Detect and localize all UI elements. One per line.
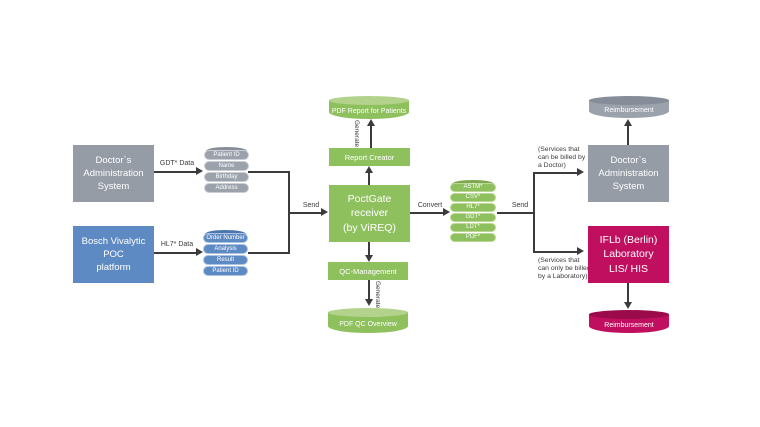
formats-stack: ASTM* CSV* HL7* GDT* LDT* PDF*	[450, 180, 496, 243]
reimbursement-bottom-label: Reimbursement	[589, 314, 669, 333]
merge-vertical-line	[288, 171, 290, 254]
doctor-admin-system-left-box: Doctor`s Administration System	[73, 145, 154, 202]
merge-bottom-line	[248, 252, 290, 254]
merge-top-line	[248, 171, 290, 173]
cylinder-top-icon	[328, 308, 408, 317]
gdt-data-label: GDT* Data	[159, 160, 195, 167]
send-left-arrowhead-icon	[321, 208, 328, 216]
pdf-report-cylinder: PDF Report for Patients	[329, 96, 409, 119]
stack-item: Address	[204, 183, 249, 193]
report-creator-line	[368, 172, 370, 185]
hl7-arrowhead-icon	[196, 248, 203, 256]
reimbursement-top-cylinder: Reimbursement	[589, 96, 669, 118]
reimbursement-bottom-cylinder: Reimbursement	[589, 310, 669, 333]
reimbursement-bottom-arrowhead-icon	[624, 302, 632, 309]
convert-arrowhead-icon	[443, 208, 450, 216]
send-left-line	[290, 212, 322, 214]
qc-arrowhead-icon	[365, 255, 373, 262]
generate-top-arrowhead-icon	[367, 119, 375, 126]
stack-item: Result	[203, 255, 248, 265]
qc-line	[368, 242, 370, 256]
qc-management-box: QC-Management	[328, 262, 408, 280]
reimbursement-top-arrowhead-icon	[624, 119, 632, 126]
report-creator-arrowhead-icon	[365, 166, 373, 173]
branch-bottom-arrowhead-icon	[577, 247, 584, 255]
convert-line	[410, 212, 444, 214]
order-data-stack: Order Number Analysis Result Patient ID	[203, 230, 248, 277]
gdt-arrowhead-icon	[196, 167, 203, 175]
send-left-label: Send	[302, 202, 320, 209]
stack-item: GDT*	[450, 213, 496, 222]
stack-item: HL7*	[450, 203, 496, 212]
stack-item: Analysis	[203, 244, 248, 254]
branch-vertical-line	[533, 172, 535, 253]
send-right-line	[497, 212, 534, 214]
iflb-laboratory-box: IFLb (Berlin) Laboratory LIS/ HIS	[588, 226, 669, 283]
generate-bottom-label: Generate	[374, 281, 381, 309]
cylinder-top-icon	[589, 310, 669, 319]
hl7-data-label: HL7* Data	[160, 241, 194, 248]
cylinder-top-icon	[329, 96, 409, 105]
reimbursement-top-line	[627, 126, 629, 145]
services-doctor-note: (Services that can be billed by a Doctor…	[538, 146, 586, 170]
patient-data-stack: Patient ID Name Birthday Address	[204, 147, 249, 194]
stack-item: Birthday	[204, 172, 249, 182]
send-right-label: Send	[511, 202, 529, 209]
stack-item: ASTM*	[450, 183, 496, 192]
branch-top-line	[535, 172, 578, 174]
stack-item: Name	[204, 161, 249, 171]
generate-top-label: Generate	[353, 120, 360, 148]
bosch-vivalytic-poc-box: Bosch Vivalytic POC platform	[73, 226, 154, 283]
branch-top-arrowhead-icon	[577, 168, 584, 176]
branch-bottom-line	[535, 251, 578, 253]
pdf-report-label: PDF Report for Patients	[329, 100, 409, 119]
generate-top-line	[370, 125, 372, 148]
stack-item: Patient ID	[204, 150, 249, 160]
services-laboratory-note: (Services that can only be billed by a L…	[538, 257, 591, 281]
pdf-qc-cylinder: PDF QC Overview	[328, 308, 408, 333]
reimbursement-bottom-line	[627, 283, 629, 303]
stack-item: LDT*	[450, 223, 496, 232]
pdf-qc-label: PDF QC Overview	[328, 312, 408, 333]
stack-item: Order Number	[203, 233, 248, 243]
hl7-arrow-line	[154, 252, 197, 254]
cylinder-top-icon	[589, 96, 669, 105]
reimbursement-top-label: Reimbursement	[589, 100, 669, 118]
generate-bottom-arrowhead-icon	[365, 299, 373, 306]
gdt-arrow-line	[154, 171, 197, 173]
stack-item: Patient ID	[203, 266, 248, 276]
report-creator-box: Report Creator	[329, 148, 410, 166]
convert-label: Convert	[417, 202, 443, 209]
generate-bottom-line	[368, 280, 370, 300]
doctor-admin-system-right-box: Doctor`s Administration System	[588, 145, 669, 202]
stack-item: CSV*	[450, 193, 496, 202]
poctgate-receiver-box: PoctGate receiver (by ViREQ)	[329, 185, 410, 242]
stack-item: PDF*	[450, 233, 496, 242]
